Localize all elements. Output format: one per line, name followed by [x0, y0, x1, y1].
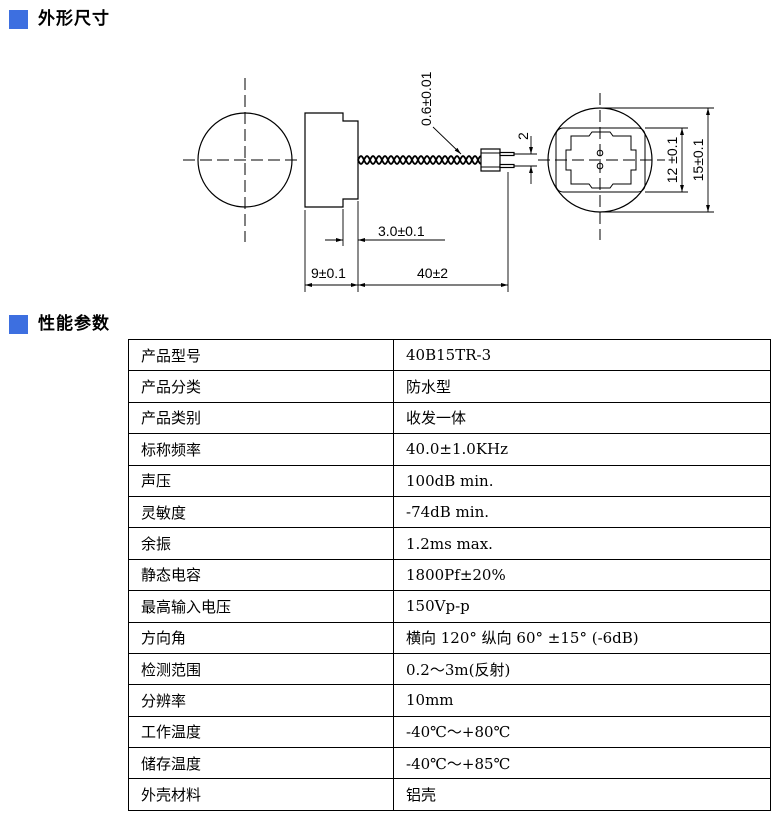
spec-name-cell: 检测范围: [128, 652, 394, 686]
spec-value-cell: -40℃～+80℃: [393, 715, 771, 749]
spec-value-cell: -74dB min.: [393, 495, 771, 529]
sensor-housing: [304, 112, 359, 208]
spec-row: 储存温度-40℃～+85℃: [128, 747, 771, 780]
connector-body: [480, 148, 501, 172]
pin-pitch-label: 2: [515, 132, 531, 140]
spec-name-cell: 储存温度: [128, 747, 394, 780]
spec-row: 外壳材料铝壳: [128, 778, 771, 811]
spec-row: 产品类别收发一体: [128, 401, 771, 435]
connector: [480, 148, 515, 172]
spec-value-cell: 防水型: [393, 370, 771, 403]
spec-name-cell: 外壳材料: [128, 778, 394, 811]
spec-name-cell: 最高输入电压: [128, 590, 394, 623]
section-title-dimensions: 外形尺寸: [38, 9, 110, 29]
spec-name-cell: 工作温度: [128, 715, 394, 749]
cable-length-label: 40±2: [417, 265, 448, 281]
connector-housing-shape: [565, 131, 637, 189]
cable-strand: [357, 154, 482, 166]
leader-line: [432, 126, 462, 155]
connector-pin: [499, 163, 515, 169]
section-title-specs: 性能参数: [38, 314, 110, 334]
spec-name-cell: 产品型号: [128, 338, 394, 372]
section-heading-dimensions: 外形尺寸: [9, 9, 110, 29]
spec-value-cell: 0.2～3m(反射): [393, 652, 771, 686]
outer-diameter-dimension: 15±0.1: [600, 107, 714, 213]
spec-row: 工作温度-40℃～+80℃: [128, 715, 771, 749]
inner-width-dimension: 12 ±0.1: [645, 127, 688, 193]
spec-name-cell: 灵敏度: [128, 495, 394, 529]
spec-name-cell: 余振: [128, 527, 394, 560]
connector-pin: [499, 151, 515, 157]
wire-diameter-dimension: 0.6±0.01: [418, 71, 462, 155]
section-heading-specs: 性能参数: [9, 314, 110, 334]
front-view: [183, 78, 300, 242]
back-view: [538, 93, 665, 240]
spec-name-cell: 产品分类: [128, 370, 394, 403]
spec-value-cell: 40.0±1.0KHz: [393, 433, 771, 466]
spec-name-cell: 标称频率: [128, 433, 394, 466]
spec-value-cell: 10mm: [393, 684, 771, 717]
spec-row: 方向角横向 120° 纵向 60° ±15° (-6dB): [128, 621, 771, 654]
spec-row: 灵敏度-74dB min.: [128, 495, 771, 529]
spec-value-cell: 1.2ms max.: [393, 527, 771, 560]
spec-value-cell: 横向 120° 纵向 60° ±15° (-6dB): [393, 621, 771, 654]
spec-value-cell: 40B15TR-3: [393, 338, 771, 372]
spec-value-cell: 1800Pf±20%: [393, 558, 771, 592]
wire-diameter-label: 0.6±0.01: [418, 71, 434, 126]
dimension-drawing: 0.6±0.01 2 12 ±0.1 15±0.1: [183, 71, 714, 292]
step-length-label: 3.0±0.1: [378, 223, 425, 239]
spec-name-cell: 方向角: [128, 621, 394, 654]
cable: [357, 154, 482, 166]
spec-value-cell: 铝壳: [393, 778, 771, 811]
length-dimensions: 3.0±0.1 9±0.1 40±2: [304, 172, 509, 292]
spec-value-cell: -40℃～+85℃: [393, 747, 771, 780]
pin-pitch-dimension: 2: [514, 132, 537, 184]
side-view: [304, 112, 359, 208]
spec-value-cell: 150Vp-p: [393, 590, 771, 623]
outer-diameter-label: 15±0.1: [690, 138, 706, 181]
spec-value-cell: 100dB min.: [393, 464, 771, 497]
spec-name-cell: 产品类别: [128, 401, 394, 435]
spec-name-cell: 静态电容: [128, 558, 394, 592]
body-length-label: 9±0.1: [311, 265, 346, 281]
spec-value-cell: 收发一体: [393, 401, 771, 435]
spec-name-cell: 分辨率: [128, 684, 394, 717]
spec-name-cell: 声压: [128, 464, 394, 497]
inner-width-label: 12 ±0.1: [664, 136, 680, 183]
spec-row: 产品分类防水型: [128, 370, 771, 403]
section-marker-square: [9, 314, 28, 334]
section-marker-square: [9, 9, 28, 29]
